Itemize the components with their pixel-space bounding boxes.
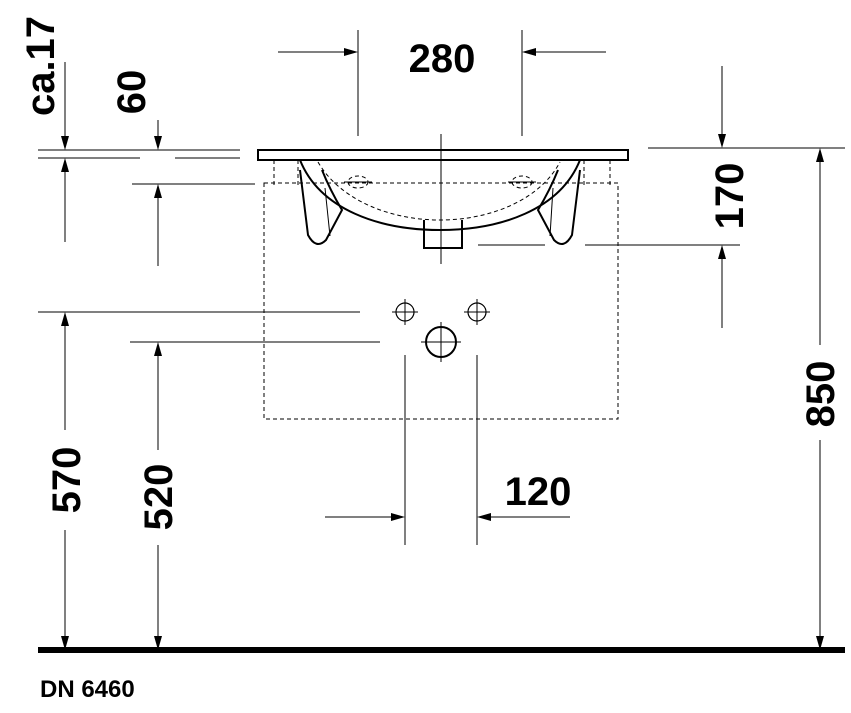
dimension-520: 520 bbox=[137, 464, 181, 531]
dimension-120: 120 bbox=[505, 470, 572, 514]
dimension-60: 60 bbox=[110, 70, 154, 115]
dimension-170: 170 bbox=[708, 163, 752, 230]
dimension-570: 570 bbox=[45, 447, 89, 514]
basin-rim bbox=[257, 149, 629, 161]
model-code: DN 6460 bbox=[40, 676, 135, 703]
dimension-ca17: ca.17 bbox=[19, 16, 63, 116]
dimension-280: 280 bbox=[409, 37, 476, 81]
drain-outlet bbox=[423, 220, 463, 249]
dimension-850: 850 bbox=[799, 361, 843, 428]
right-bracket-inner bbox=[549, 187, 554, 237]
left-bracket-inner bbox=[324, 187, 331, 237]
left-bracket bbox=[299, 169, 344, 245]
basin-bowl bbox=[299, 159, 581, 232]
basin-inner-dashed bbox=[317, 161, 561, 221]
right-bracket bbox=[536, 169, 581, 245]
